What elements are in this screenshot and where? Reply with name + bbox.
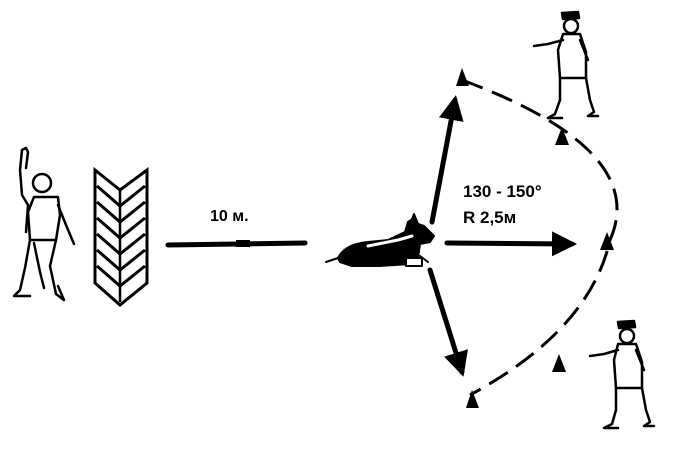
- marker-triangle: [552, 354, 566, 372]
- arrow-up: [429, 95, 464, 225]
- arrow-right: [444, 231, 577, 257]
- dog-figure: [325, 213, 435, 267]
- distance-label: 10 м.: [210, 208, 249, 225]
- assistant-top-figure: [532, 10, 600, 120]
- arc-markers: [456, 68, 614, 408]
- handler-figure: [12, 146, 76, 302]
- arrow-down: [427, 267, 468, 377]
- direction-arrows: [427, 95, 577, 377]
- radius-label: R 2,5м: [463, 208, 517, 227]
- angle-label: 130 - 150°: [463, 182, 542, 201]
- marker-triangle: [600, 232, 614, 250]
- assistant-bottom-figure: [588, 319, 656, 430]
- marker-triangle: [456, 68, 469, 86]
- dashed-arc: [461, 78, 619, 397]
- marker-triangle: [466, 390, 479, 408]
- barrier-hurdle: [93, 166, 149, 307]
- marker-triangle: [555, 127, 569, 145]
- distance-arrow: [165, 240, 308, 248]
